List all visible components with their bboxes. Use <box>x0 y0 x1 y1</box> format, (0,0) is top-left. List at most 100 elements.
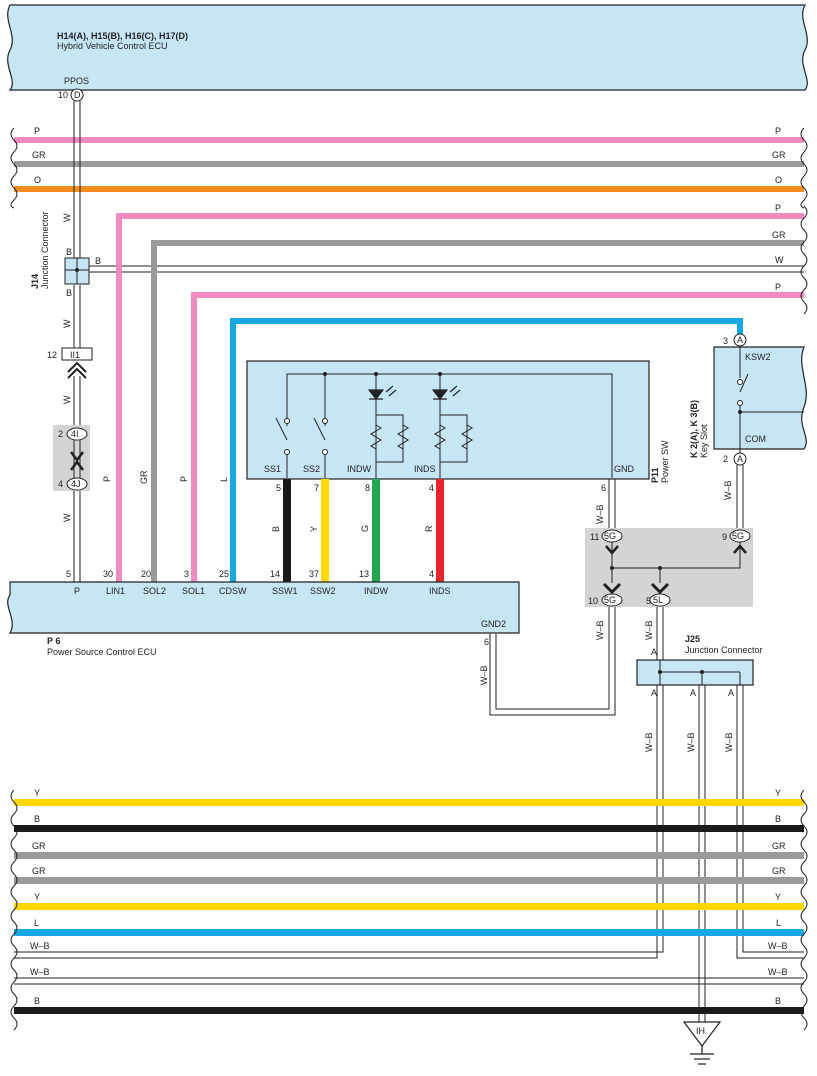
power-sw-internal-circuit <box>275 373 613 478</box>
key-slot-bottom-conn: A <box>737 454 743 464</box>
top-bus-label-p-left: P <box>34 126 40 136</box>
label-wb-gnd2: W–B <box>479 665 489 685</box>
j25-out-wires <box>14 685 804 1022</box>
j14-pin-top: B <box>66 247 72 257</box>
ground-triangle-icon <box>682 1021 722 1047</box>
power-sw-pin-5: 5 <box>276 483 281 493</box>
key-slot-top-pin: 3 <box>723 336 728 346</box>
ecu-p6-label-sol1: SOL1 <box>182 586 205 596</box>
inline-4i-4j-arrow-icon <box>70 451 84 471</box>
splice-pin-9: 9 <box>722 532 727 542</box>
bottom-bus-l-right: L <box>776 918 781 928</box>
inds-led-icon <box>431 385 461 400</box>
right-wire-p2: P <box>775 282 781 292</box>
bottom-bus-b1-left: B <box>34 814 40 824</box>
key-slot-code: K 2(A), K 3(B) <box>689 400 699 458</box>
key-slot-gnd-wire <box>736 465 744 530</box>
bottom-bus-gr2-right: GR <box>772 866 786 876</box>
power-sw-label-ss2: SS2 <box>303 464 320 474</box>
inline-4i-pin: 2 <box>58 429 63 439</box>
hv-ecu-name: Hybrid Vehicle Control ECU <box>57 41 168 51</box>
j25-pin-b3: A <box>728 688 734 698</box>
ecu-p6-label-ssw2: SSW2 <box>310 586 336 596</box>
j25-code: J25 <box>685 634 700 644</box>
power-sw-pin-8: 8 <box>365 483 370 493</box>
label-l-cdsw: L <box>219 477 229 482</box>
bottom-bus-gr1-right: GR <box>772 841 786 851</box>
splice-pin-5: 5 <box>646 596 651 606</box>
bottom-bus-b2-left: B <box>34 996 40 1006</box>
key-slot-top-conn: A <box>737 335 743 345</box>
splice-conn-5: 5L <box>653 595 663 605</box>
power-sw-pin-4: 4 <box>429 483 434 493</box>
ecu-p6-label-lin1: LIN1 <box>106 586 125 596</box>
wire-r-inds <box>436 479 444 582</box>
j25-pin-b1: A <box>651 688 657 698</box>
ecu-p6-code: P 6 <box>47 636 60 646</box>
power-sw-label-inds: INDS <box>414 464 436 474</box>
power-sw-code: P11 <box>650 467 660 483</box>
hv-ecu-box <box>7 4 808 91</box>
j14-name: Junction Connector <box>40 211 50 289</box>
key-slot-name: Key Slot <box>699 424 709 458</box>
j25-name: Junction Connector <box>685 645 763 655</box>
power-sw-gnd-wire <box>608 479 616 530</box>
bottom-bus-y2-right: Y <box>775 892 781 902</box>
right-wire-gr: GR <box>772 230 786 240</box>
bottom-bus-y1-left: Y <box>34 788 40 798</box>
splice-conn-10: 5G <box>604 595 616 605</box>
bottom-bus-l-left: L <box>34 918 39 928</box>
key-slot-label-ksw2: KSW2 <box>745 352 771 362</box>
wire-g-indw <box>372 479 380 582</box>
wire-b-ssw1 <box>283 479 291 582</box>
ecu-p6-label-cdsw: CDSW <box>219 586 247 596</box>
label-wb-j25-2: W–B <box>686 732 696 752</box>
ecu-p6-pin-25: 25 <box>219 569 229 579</box>
bottom-bus-wires <box>10 789 808 1031</box>
splice-j25-wire <box>656 607 664 660</box>
splice-arrow-5-icon <box>650 582 670 595</box>
ecu-p6-name: Power Source Control ECU <box>47 647 157 657</box>
label-wb-j25-1: W–B <box>644 732 654 752</box>
wire-y-ssw2 <box>321 479 329 582</box>
ecu-p6-label-inds: INDS <box>429 586 451 596</box>
label-y: Y <box>309 526 319 532</box>
ecu-p6-label-indw: INDW <box>364 586 388 596</box>
w-label-1: W <box>62 213 72 222</box>
power-sw-pin-7: 7 <box>314 483 319 493</box>
power-sw-label-indw: INDW <box>347 464 371 474</box>
w-label-3: W <box>62 395 72 404</box>
bottom-bus-wb2-right: W–B <box>768 967 788 977</box>
j25-pin-top: A <box>651 647 657 657</box>
ecu-p6-label-p: P <box>74 586 80 596</box>
indw-led-icon <box>367 385 397 400</box>
hv-ecu-connector <box>70 88 84 102</box>
w-label-4: W <box>62 513 72 522</box>
ecu-p6-gnd-pin: 6 <box>484 637 489 647</box>
label-p-lin1: P <box>102 476 112 482</box>
splice-pin-11: 11 <box>590 532 599 542</box>
power-sw-label-gnd: GND <box>614 464 635 474</box>
hv-ecu-connector-code: D <box>74 90 81 100</box>
splice-internal <box>611 542 741 583</box>
top-bus-label-o-right: O <box>775 175 782 185</box>
label-p-sol1: P <box>179 476 189 482</box>
ii1-pin: 12 <box>47 350 57 360</box>
ecu-p6-pin-30: 30 <box>103 569 113 579</box>
top-bus-label-gr-left: GR <box>32 150 46 160</box>
label-wb-gnd: W–B <box>595 504 605 524</box>
label-wb-key: W–B <box>723 480 733 500</box>
ecu-p6-pin-20: 20 <box>141 569 151 579</box>
ecu-p6-pin-13: 13 <box>359 569 369 579</box>
splice-pin-10: 10 <box>588 596 598 606</box>
hv-ecu-pin-num: 10 <box>58 90 68 100</box>
bottom-bus-wb1-left: W–B <box>30 941 50 951</box>
ii1-connector <box>61 347 93 361</box>
wire-p-lin1 <box>116 213 804 582</box>
w-label-2: W <box>62 319 72 328</box>
w-wire-left <box>73 101 81 582</box>
wire-l-cdsw <box>230 318 743 582</box>
key-slot-bottom-pin: 2 <box>723 454 728 464</box>
wire-p-sol1 <box>191 292 804 582</box>
label-wb-10: W–B <box>595 620 605 640</box>
